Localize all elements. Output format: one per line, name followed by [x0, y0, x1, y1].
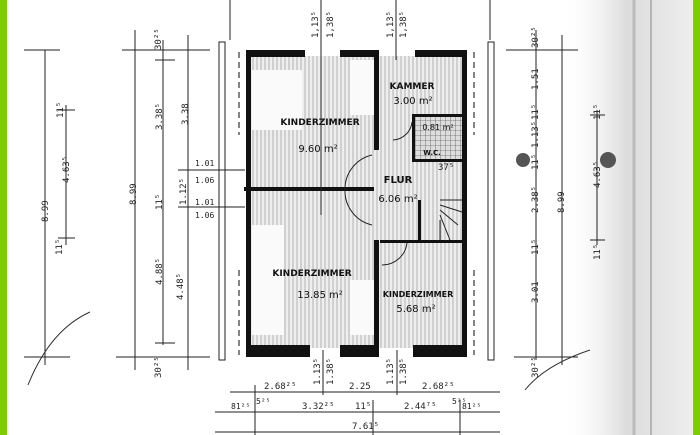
dim-label: 1,38⁵	[399, 11, 409, 38]
dim-label: 3.38	[181, 103, 191, 125]
dim-label: 1.13⁵	[531, 121, 541, 148]
room-area: 0.81 m²	[422, 123, 453, 132]
windows	[238, 52, 475, 355]
dim-label: 1.51	[531, 68, 541, 90]
dim-label: 11⁵	[531, 104, 541, 120]
room-area: 6.06 m²	[378, 194, 417, 205]
dim-label: 5²⁵	[256, 397, 270, 406]
wc-tiles	[414, 117, 462, 159]
dim-label: 4.63⁵	[593, 161, 603, 188]
dim-label: 1.13⁵	[313, 358, 323, 385]
dim-label: 11⁵	[56, 102, 66, 118]
dimension-lines	[229, 0, 491, 215]
dim-label: 30²⁵	[531, 26, 541, 48]
dim-label: 81²⁵	[462, 402, 481, 411]
right-border	[693, 0, 700, 435]
dim-label: 1.38⁵	[399, 358, 409, 385]
dim-label: 4.63⁵	[62, 156, 72, 183]
dim-label: 2.68²⁵	[422, 382, 455, 392]
dim-label: 8.99	[129, 183, 139, 205]
dim-label: 7.61⁵	[352, 422, 379, 432]
scan-shadow	[560, 0, 694, 435]
dim-label: 1.13⁵	[386, 358, 396, 385]
dim-label: 2.44⁷⁵	[404, 402, 437, 412]
dim-label: 11⁵	[593, 244, 603, 260]
dim-label: 11⁵	[531, 239, 541, 255]
dim-label: 1.38⁵	[326, 358, 336, 385]
room-area: 5.68 m²	[396, 304, 435, 315]
dim-label: 1.01	[195, 159, 214, 168]
punch-hole-icon	[600, 152, 616, 168]
dim-label: 1,13⁵	[386, 11, 396, 38]
room-label: KAMMER	[390, 82, 435, 92]
dim-label: 8.99	[557, 191, 567, 213]
left-border	[0, 0, 7, 435]
dim-label: 2.38⁵	[531, 186, 541, 213]
dim-label: 3.38⁵	[155, 103, 165, 130]
dim-label: 3.01	[531, 281, 541, 303]
room-label: KINDERZIMMER	[280, 118, 359, 128]
dim-label: 4.88⁵	[155, 258, 165, 285]
room-area: 3.00 m²	[393, 96, 432, 107]
dim-label: 11⁵	[155, 194, 165, 210]
dim-label: 1,13⁵	[311, 11, 321, 38]
dim-label: 8.99	[41, 200, 51, 222]
door-swing	[344, 154, 373, 191]
dim-label: 1.06	[195, 176, 214, 185]
room-label: W.C.	[423, 149, 441, 157]
room-label: KINDERZIMMER	[272, 269, 351, 279]
room-label: KINDERZIMMER	[383, 290, 453, 299]
dim-label: 37⁵	[438, 163, 454, 173]
punch-hole-icon	[516, 153, 530, 167]
dim-label: 30²⁵	[154, 28, 164, 50]
dim-label: 3.32²⁵	[302, 402, 335, 412]
dim-label: 11⁵	[55, 239, 65, 255]
staircase	[439, 199, 463, 241]
dim-label: 30²⁵	[154, 356, 164, 378]
dim-label: 4.48⁵	[176, 273, 186, 300]
dim-label: 11⁵	[531, 154, 541, 170]
dim-label: 1.06	[195, 211, 214, 220]
walls	[244, 50, 467, 357]
dim-label: 81²⁵	[231, 402, 250, 411]
dim-label: 1.12⁵	[179, 178, 189, 205]
dim-label: 2.68²⁵	[264, 382, 297, 392]
window-frame	[218, 41, 495, 361]
room-area: 9.60 m²	[298, 144, 337, 155]
dim-label: 30²⁵	[531, 356, 541, 378]
dim-label: 5²⁵	[452, 397, 466, 406]
dim-label: 1,38⁵	[326, 11, 336, 38]
dim-label: 11⁵	[593, 104, 603, 120]
dim-label: 2.25	[349, 382, 371, 392]
dim-label: 11⁵	[355, 402, 371, 412]
dim-label: 1.01	[195, 198, 214, 207]
room-label: FLUR	[384, 175, 413, 186]
room-area: 13.85 m²	[297, 290, 343, 301]
